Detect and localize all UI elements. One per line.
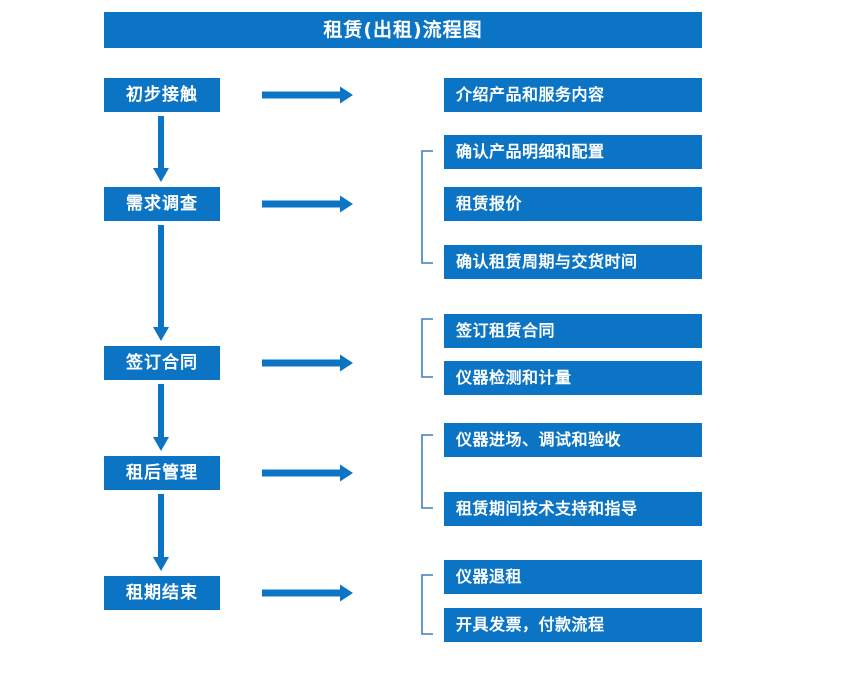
detail-box-sign-lease-contract[interactable]: 签订租赁合同 [444,314,702,348]
detail-box-rental-quotation[interactable]: 租赁报价 [444,187,702,221]
horizontal-arrow-5 [262,584,354,602]
detail-box-invoice-payment-process[interactable]: 开具发票，付款流程 [444,608,702,642]
stage-box-lease-end[interactable]: 租期结束 [104,576,220,610]
group-bracket-requirement-survey [420,150,434,264]
group-bracket-post-rental-management [420,434,434,509]
detail-box-confirm-product-spec[interactable]: 确认产品明细和配置 [444,135,702,169]
stage-box-post-rental-management[interactable]: 租后管理 [104,456,220,490]
vertical-arrow-3 [150,384,172,453]
detail-box-confirm-period-delivery[interactable]: 确认租赁周期与交货时间 [444,245,702,279]
detail-box-introduce-products-services[interactable]: 介绍产品和服务内容 [444,78,702,112]
group-bracket-sign-contract [420,318,434,378]
detail-box-technical-support-guidance[interactable]: 租赁期间技术支持和指导 [444,492,702,526]
horizontal-arrow-3 [262,354,354,372]
detail-box-instrument-inspection-metering[interactable]: 仪器检测和计量 [444,361,702,395]
horizontal-arrow-2 [262,195,354,213]
detail-box-instrument-entry-commissioning-acceptance[interactable]: 仪器进场、调试和验收 [444,423,702,457]
vertical-arrow-2 [150,225,172,343]
vertical-arrow-4 [150,494,172,573]
vertical-arrow-1 [150,116,172,184]
detail-box-instrument-return[interactable]: 仪器退租 [444,560,702,594]
stage-box-sign-contract[interactable]: 签订合同 [104,346,220,380]
group-bracket-lease-end [420,574,434,635]
page-title: 租赁(出租)流程图 [104,12,702,48]
horizontal-arrow-1 [262,86,354,104]
horizontal-arrow-4 [262,464,354,482]
stage-box-requirement-survey[interactable]: 需求调查 [104,187,220,221]
stage-box-initial-contact[interactable]: 初步接触 [104,78,220,112]
